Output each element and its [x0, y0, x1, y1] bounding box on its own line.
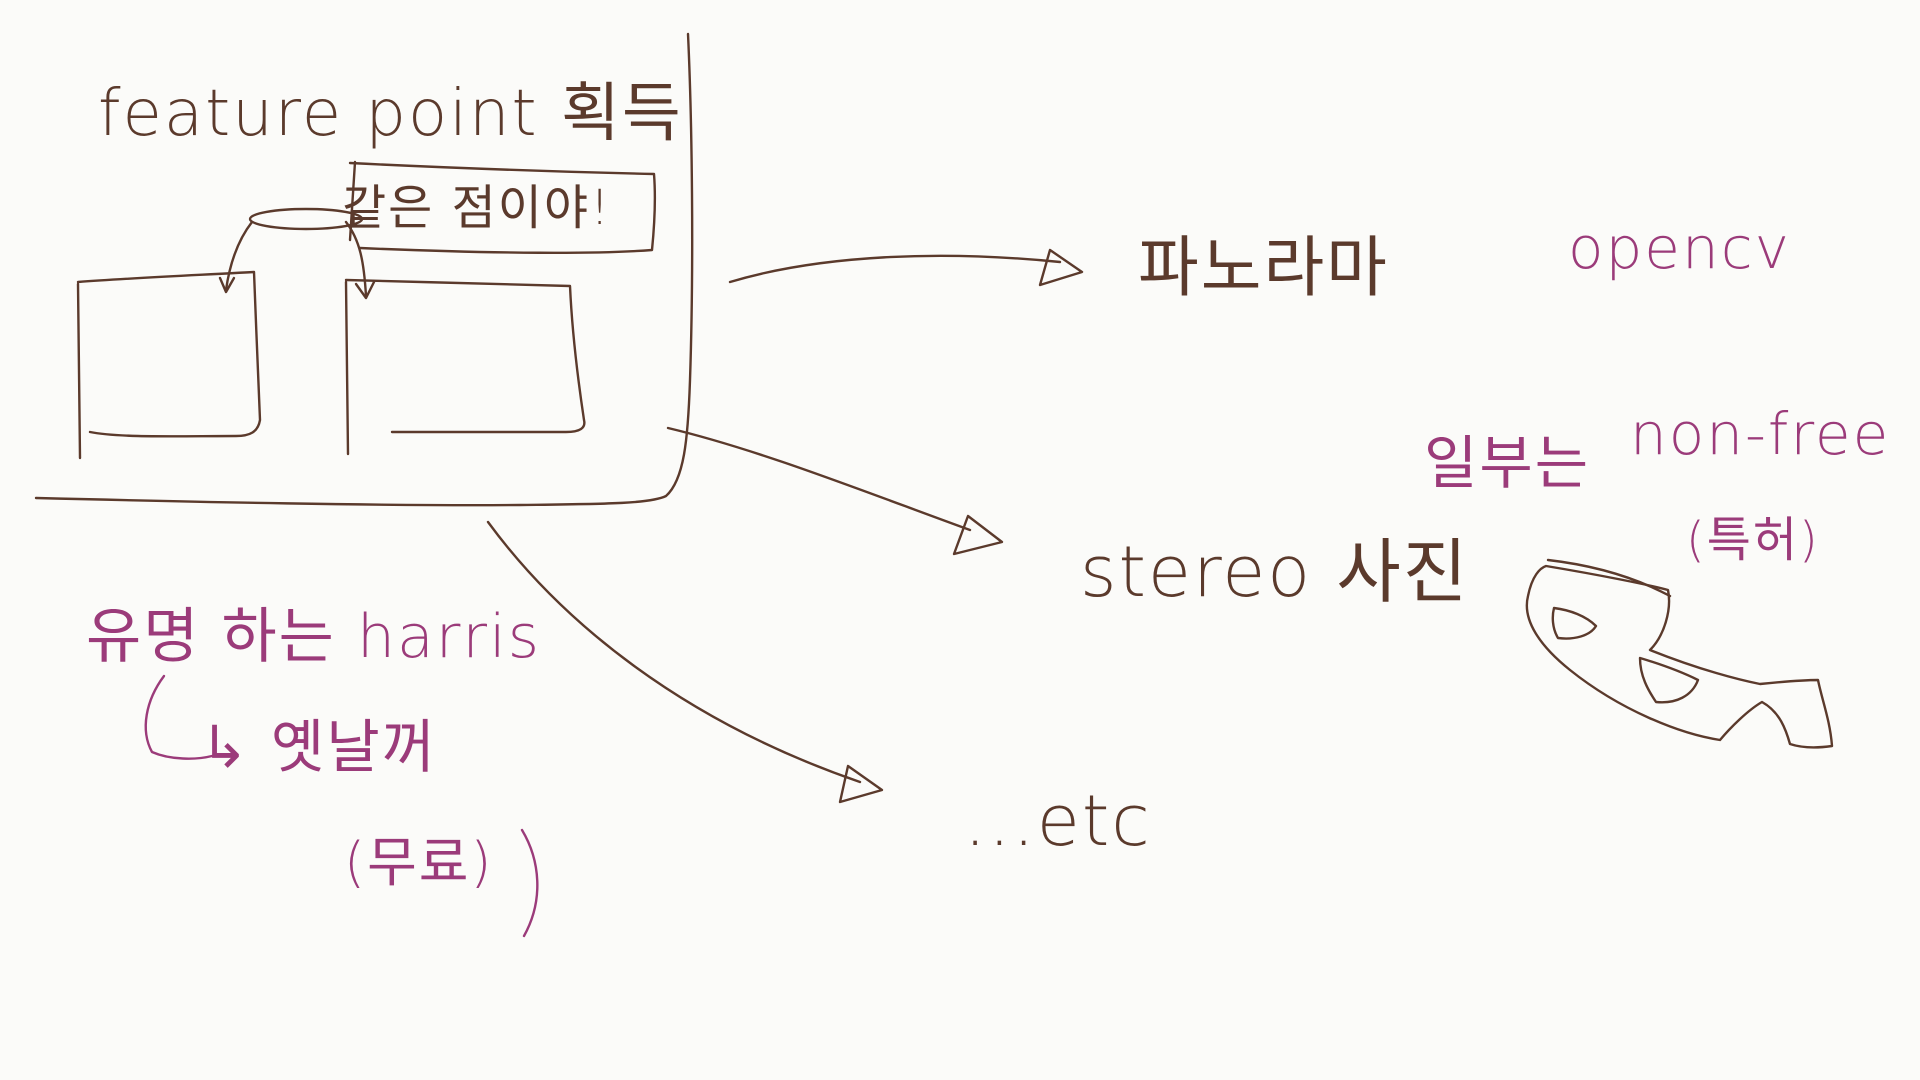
note-patent: (특허)	[1686, 512, 1820, 568]
note-non-free: non-free	[1630, 400, 1891, 468]
harris-hook-arrow	[144, 674, 214, 760]
arrow-to-stereo-head	[952, 514, 1004, 556]
note-opencv: opencv	[1568, 214, 1791, 282]
left-image-frame-side	[76, 282, 82, 460]
left-image-frame	[76, 270, 262, 438]
arrow-to-panorama	[728, 254, 1062, 284]
right-image-frame-side	[344, 280, 350, 456]
eye-mask-icon	[1525, 558, 1834, 749]
arrow-to-right-frame	[344, 220, 368, 298]
target-etc: ...etc	[964, 780, 1152, 862]
arrow-to-stereo	[666, 426, 972, 532]
note-old-one: ↳ 옛날꺼	[200, 713, 438, 781]
callout-box	[348, 161, 657, 254]
note-free: (무료)	[344, 831, 494, 894]
same-point-callout: 같은 점이야!	[342, 180, 612, 236]
arrow-to-etc	[486, 520, 862, 784]
target-stereo: stereo 사진	[1080, 531, 1470, 613]
arrow-to-left-frame-head	[218, 276, 236, 294]
eye-mask-band	[1546, 558, 1672, 598]
eye-mask-right-lens	[1638, 656, 1700, 704]
target-panorama: 파노라마	[1138, 229, 1389, 306]
shared-point-ellipse	[248, 207, 364, 231]
eye-mask-left-lens	[1551, 606, 1598, 640]
feature-point-title: feature point 획득	[98, 77, 683, 151]
feature-box	[34, 32, 694, 507]
arrow-to-left-frame	[224, 220, 254, 292]
arrow-to-etc-head	[838, 764, 884, 804]
free-close-paren	[520, 828, 539, 938]
note-some-are: 일부는	[1424, 429, 1591, 497]
note-famous-harris: 유명 하는 harris	[86, 602, 542, 672]
feature-box-outline	[34, 32, 694, 507]
eye-mask-outline	[1525, 564, 1834, 749]
right-image-frame	[344, 278, 586, 434]
arrow-to-panorama-head	[1038, 248, 1084, 287]
arrow-to-right-frame-head	[354, 280, 376, 300]
